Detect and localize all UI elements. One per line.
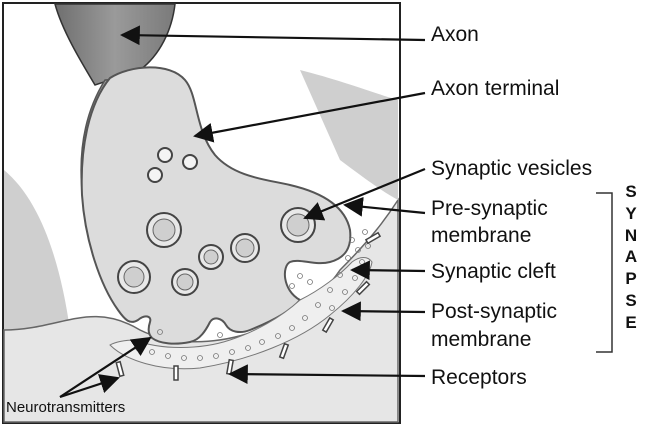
label-receptors: Receptors — [431, 366, 527, 389]
label-synaptic-cleft: Synaptic cleft — [431, 260, 556, 283]
label-axon: Axon — [431, 23, 479, 46]
label-axon-terminal: Axon terminal — [431, 77, 559, 100]
synapse-letter: Y — [622, 203, 640, 225]
label-pre-synaptic-1: Pre-synaptic — [431, 197, 548, 220]
arrow-post-synaptic-membrane — [343, 311, 425, 312]
label-synaptic-vesicles: Synaptic vesicles — [431, 157, 592, 180]
synapse-vertical-label: S Y N A P S E — [622, 181, 640, 334]
synapse-letter: E — [622, 312, 640, 334]
arrow-synaptic-cleft — [352, 270, 425, 271]
label-post-synaptic-1: Post-synaptic — [431, 300, 557, 323]
label-neurotransmitters: Neurotransmitters — [6, 399, 125, 416]
synapse-letter: N — [622, 225, 640, 247]
synapse-letter: P — [622, 268, 640, 290]
label-pre-synaptic-2: membrane — [431, 224, 531, 247]
synapse-bracket — [596, 193, 612, 352]
synapse-letter: A — [622, 246, 640, 268]
synapse-letter: S — [622, 181, 640, 203]
synapse-letter: S — [622, 290, 640, 312]
label-post-synaptic-2: membrane — [431, 328, 531, 351]
